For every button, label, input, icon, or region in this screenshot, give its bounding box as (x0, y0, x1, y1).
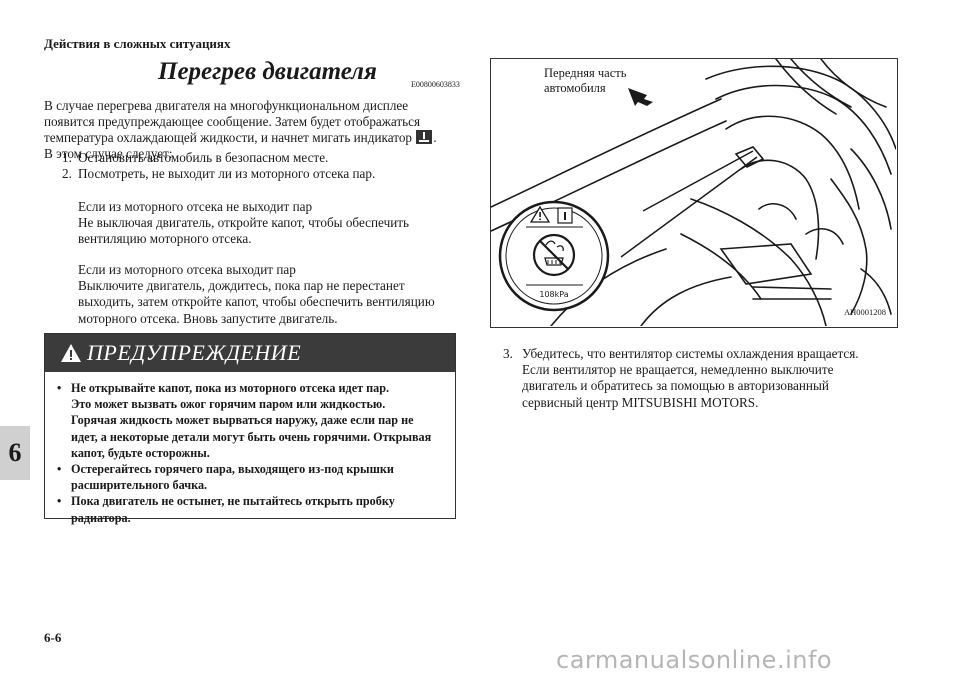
coolant-temperature-indicator-icon (416, 130, 433, 144)
step-text: сервисный центр MITSUBISHI MOTORS. (522, 394, 759, 410)
case-steam: Если из моторного отсека выходит пар Вык… (78, 262, 462, 327)
figure-caption: Передняя часть автомобиля (544, 66, 626, 96)
intro-paragraph: В случае перегрева двигателя на многофун… (44, 98, 462, 162)
step-text: Остановить автомобиль в безопасном месте… (78, 150, 329, 165)
page-title: Перегрев двигателя (158, 58, 377, 85)
step-number: 2. (62, 166, 72, 182)
warning-line: Это может вызвать ожог горячим паром или… (71, 397, 386, 412)
figure-code: AH0001208 (844, 307, 887, 317)
step-2: 2. Посмотреть, не выходит ли из моторног… (62, 166, 462, 182)
case-heading: Если из моторного отсека выходит пар (78, 262, 296, 277)
case-text: Не выключая двигатель, откройте капот, ч… (78, 215, 410, 231)
doc-code: E00800603833 (411, 80, 460, 89)
intro-line-text: температура охлаждающей жидкости, и начн… (44, 130, 413, 145)
step-text: Если вентилятор не вращается, немедленно… (522, 362, 834, 378)
warning-mark-dot (70, 358, 72, 360)
front-direction-arrow-icon (628, 88, 653, 106)
step-number: 3. (503, 346, 513, 361)
case-heading: Если из моторного отсека не выходит пар (78, 199, 313, 214)
step-text: Посмотреть, не выходит ли из моторного о… (78, 166, 376, 182)
warning-item: • Не открывайте капот, пока из моторного… (57, 380, 441, 461)
watermark-link[interactable]: carmanualsonline.info (556, 646, 833, 674)
warning-line: капот, будьте осторожны. (71, 445, 210, 460)
page-number: 6-6 (44, 630, 62, 645)
step-1: 1. Остановить автомобиль в безопасном ме… (62, 150, 462, 166)
figure-caption-line: Передняя часть (544, 66, 627, 80)
steps-list: 1. Остановить автомобиль в безопасном ме… (62, 150, 462, 182)
warning-mark (70, 350, 72, 357)
warning-heading: ПРЕДУПРЕЖДЕНИЕ (87, 340, 302, 365)
figure-caption-line: автомобиля (544, 81, 606, 95)
intro-line: появится предупреждающее сообщение. Зате… (44, 114, 421, 129)
warning-line: Не открывайте капот, пока из моторного о… (71, 381, 390, 395)
intro-line: В случае перегрева двигателя на многофун… (44, 98, 409, 113)
case-no-steam: Если из моторного отсека не выходит пар … (78, 199, 462, 248)
warning-item-text: Остерегайтесь горячего пара, выходящего … (71, 461, 394, 493)
engine-bay-figure: 108kPa (490, 58, 898, 328)
warning-line: Горячая жидкость может вырваться наружу,… (71, 413, 414, 428)
radiator-cap-icon: 108kPa (498, 200, 610, 312)
bullet: • (57, 462, 62, 477)
callout-line (642, 150, 754, 212)
warning-header: ПРЕДУПРЕЖДЕНИЕ (45, 334, 455, 372)
intro-line: температура охлаждающей жидкости, и начн… (44, 130, 462, 146)
callout-line (620, 156, 758, 258)
case-text: выходить, затем откройте капот, чтобы об… (78, 294, 435, 310)
case-text: Выключите двигатель, дождитесь, пока пар… (78, 278, 405, 294)
warning-line: идет, а некоторые детали могут быть очен… (71, 429, 432, 444)
warning-item: • Пока двигатель не остынет, не пытайтес… (57, 493, 441, 525)
case-text: моторного отсека. Вновь запустите двигат… (78, 310, 338, 326)
step-number: 1. (62, 150, 72, 165)
intro-line-end: . (433, 130, 437, 145)
step-text: Убедитесь, что вентилятор системы охлажд… (522, 346, 859, 361)
warning-item: • Остерегайтесь горячего пара, выходящег… (57, 461, 441, 493)
section-header: Действия в сложных ситуациях (44, 36, 231, 51)
warning-box: ПРЕДУПРЕЖДЕНИЕ • Не открывайте капот, по… (44, 333, 456, 525)
step-3: 3. Убедитесь, что вентилятор системы охл… (503, 346, 903, 411)
chapter-tab: 6 (0, 426, 30, 480)
engine-bay-illustration: 108kPa (490, 58, 897, 327)
bullet: • (57, 381, 62, 395)
step-3-row: 3. Убедитесь, что вентилятор системы охл… (503, 346, 903, 362)
intro-line: В этом случае следует: (44, 146, 173, 161)
warning-line: радиатора. (71, 510, 131, 525)
step-text: двигатель и обратитесь за помощью в авто… (522, 378, 829, 394)
warning-item-text: Не открывайте капот, пока из моторного о… (71, 380, 431, 461)
pressure-label: 108kPa (539, 290, 568, 299)
warning-line: Пока двигатель не остынет, не пытайтесь … (71, 494, 395, 509)
case-text: вентиляцию моторного отсека. (78, 231, 252, 247)
warning-line: расширительного бачка. (71, 478, 208, 493)
warning-body: • Не открывайте капот, пока из моторного… (45, 372, 455, 526)
warning-line: Остерегайтесь горячего пара, выходящего … (71, 462, 394, 477)
warning-item-text: Пока двигатель не остынет, не пытайтесь … (71, 493, 395, 525)
bullet: • (57, 494, 62, 509)
